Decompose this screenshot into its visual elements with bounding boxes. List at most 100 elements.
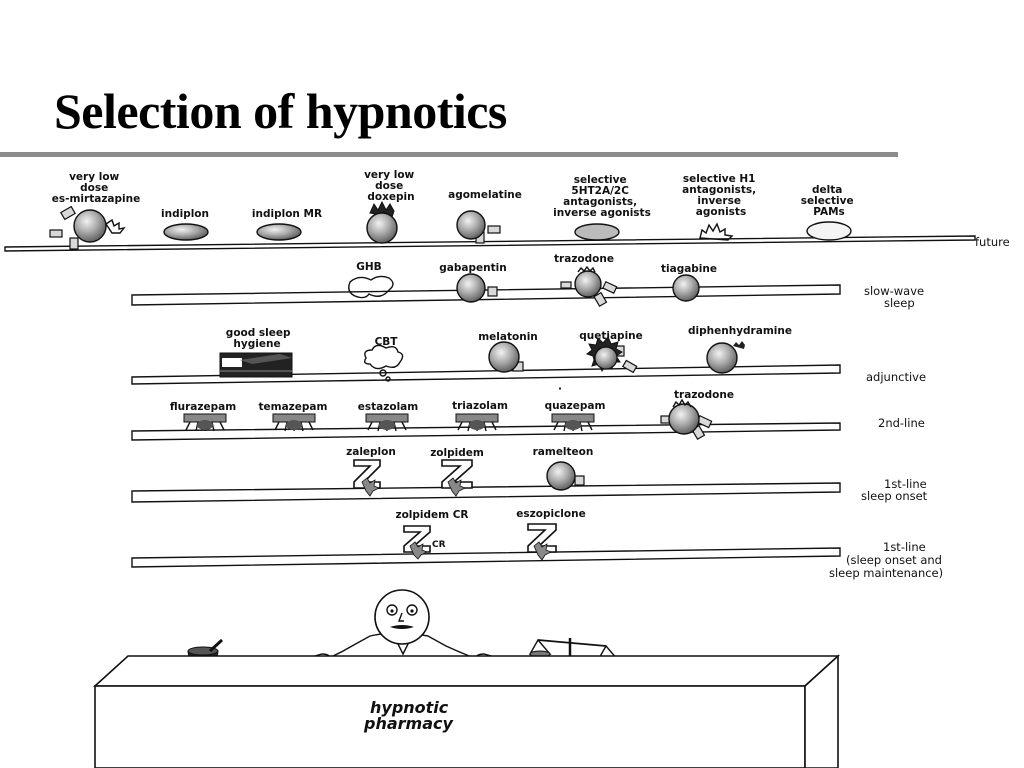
category-label-future: future [975, 235, 1010, 249]
drug-label: CBT [375, 336, 399, 348]
drug-label: quazepam [545, 400, 606, 412]
title-divider [0, 152, 898, 157]
shelf-2nd-line: 2nd-line [131, 416, 925, 441]
drug-label: ramelteon [533, 446, 594, 458]
benzodiazepine-icon [365, 413, 409, 432]
category-label-1st-line-sleep-maintenance: 1st-line (sleep onset and sleep maintena… [829, 540, 946, 580]
drug-label: selective 5HT2A/2C antagonists, inverse … [553, 174, 651, 219]
benzodiazepine-icon [272, 413, 316, 432]
thought-bubble-icon [363, 344, 404, 370]
drug-label: temazepam [259, 401, 328, 413]
molecule-icon [706, 342, 738, 374]
molecule-icon [488, 341, 520, 373]
svg-text:·: · [558, 383, 562, 395]
molecule-icon [672, 274, 700, 302]
molecule-icon [456, 210, 486, 240]
drug-label: indiplon [161, 208, 209, 220]
benzodiazepine-icon [455, 413, 499, 432]
shelf-future: future [4, 235, 1010, 252]
molecule-icon [806, 221, 852, 241]
pharmacy-counter: hypnotic pharmacy [92, 654, 841, 768]
drug-label: zaleplon [346, 446, 396, 458]
drug-ramelteon: ramelteon [533, 446, 594, 491]
drug-label: delta selective PAMs [801, 184, 858, 218]
molecule-icon [163, 223, 209, 241]
drug-estazolam: estazolam [358, 401, 418, 432]
drug-label: quetiapine [579, 330, 643, 342]
z-drug-cr-icon: CR [403, 525, 446, 560]
drug-doxepin: very low dose doxepin [364, 169, 418, 244]
drug-label: very low dose es-mirtazapine [52, 171, 140, 205]
drug-label: estazolam [358, 401, 418, 413]
drug-indiplon-mr: indiplon MR [252, 208, 322, 241]
molecule-icon [456, 273, 486, 303]
category-label-adjunctive: adjunctive [866, 370, 926, 384]
drug-label: selective H1 antagonists, inverse agonis… [682, 173, 760, 218]
category-label-2nd-line: 2nd-line [878, 416, 925, 430]
z-drug-icon [527, 523, 557, 561]
category-label-1st-line-sleep-onset: 1st-line sleep onset [861, 477, 930, 503]
drug-zaleplon: zaleplon [346, 446, 396, 497]
drug-cbt: CBT [363, 336, 404, 382]
z-drug-icon [353, 459, 381, 497]
drug-good-sleep-hygiene: good sleep hygiene [219, 327, 294, 378]
drug-eszopiclone: eszopiclone [516, 508, 586, 561]
drug-zolpidem: zolpidem [430, 447, 484, 497]
svg-text:CR: CR [432, 540, 446, 550]
pharmacist-illustration [306, 589, 500, 665]
drug-indiplon: indiplon [161, 208, 209, 241]
drug-label: agomelatine [448, 189, 522, 201]
drug-quazepam: quazepam [545, 400, 606, 432]
pharmacist-head [374, 589, 430, 645]
molecule-icon [574, 223, 620, 241]
drug-label: flurazepam [170, 401, 236, 413]
molecule-icon [366, 212, 398, 244]
drug-quetiapine: quetiapine [579, 330, 643, 374]
category-label-slow-wave-sleep: slow-wave sleep [864, 284, 928, 310]
drug-label: triazolam [452, 400, 508, 412]
drug-label: melatonin [478, 331, 538, 343]
drug-agomelatine: agomelatine [448, 189, 522, 244]
shelf-1st-line-sleep-maintenance: 1st-line (sleep onset and sleep maintena… [131, 540, 946, 580]
drug-label: trazodone [554, 253, 614, 265]
drug-5ht2a-2c-antagonists: selective 5HT2A/2C antagonists, inverse … [553, 174, 651, 241]
drug-diphenhydramine: diphenhydramine [688, 325, 792, 374]
drug-label: zolpidem CR [395, 509, 468, 521]
shelf-plank [4, 235, 976, 252]
drug-label: GHB [356, 261, 381, 273]
slide-title: Selection of hypnotics [54, 83, 507, 139]
shelf-plank [131, 422, 841, 441]
drug-label: zolpidem [430, 447, 484, 459]
drug-label: gabapentin [439, 262, 506, 274]
drug-label: good sleep hygiene [226, 327, 294, 350]
molecule-icon [256, 223, 302, 241]
drug-ghb: GHB [348, 261, 394, 299]
drug-h1-antagonists: selective H1 antagonists, inverse agonis… [682, 173, 760, 241]
drug-flurazepam: flurazepam [170, 401, 236, 432]
drug-tiagabine: tiagabine [661, 263, 717, 302]
drug-trazodone-sws: trazodone [554, 253, 618, 308]
shelf-plank [131, 284, 841, 306]
drug-label: indiplon MR [252, 208, 322, 220]
molecule-icon [668, 403, 700, 435]
z-drug-icon [441, 459, 473, 497]
drug-melatonin: melatonin [478, 331, 538, 373]
benzodiazepine-icon [183, 413, 227, 432]
hand-icon [699, 222, 734, 241]
bed-icon [219, 352, 293, 378]
shelf-1st-line-sleep-onset: 1st-line sleep onset [131, 477, 930, 503]
benzodiazepine-icon [551, 413, 595, 432]
molecule-icon [546, 461, 576, 491]
molecule-icon [73, 209, 107, 243]
drug-triazolam: triazolam [452, 400, 508, 432]
drug-zolpidem-cr: zolpidem CR CR [395, 509, 469, 560]
drug-trazodone-2nd-line: trazodone [660, 389, 734, 441]
molecule-icon [574, 270, 602, 298]
drug-label: tiagabine [661, 263, 717, 275]
drug-label: diphenhydramine [688, 325, 792, 337]
cloud-icon [348, 275, 394, 299]
counter-sign: hypnotic pharmacy [363, 698, 454, 733]
shelf-plank [131, 547, 841, 568]
drug-label: eszopiclone [516, 508, 585, 520]
drug-label: very low dose doxepin [364, 169, 418, 203]
